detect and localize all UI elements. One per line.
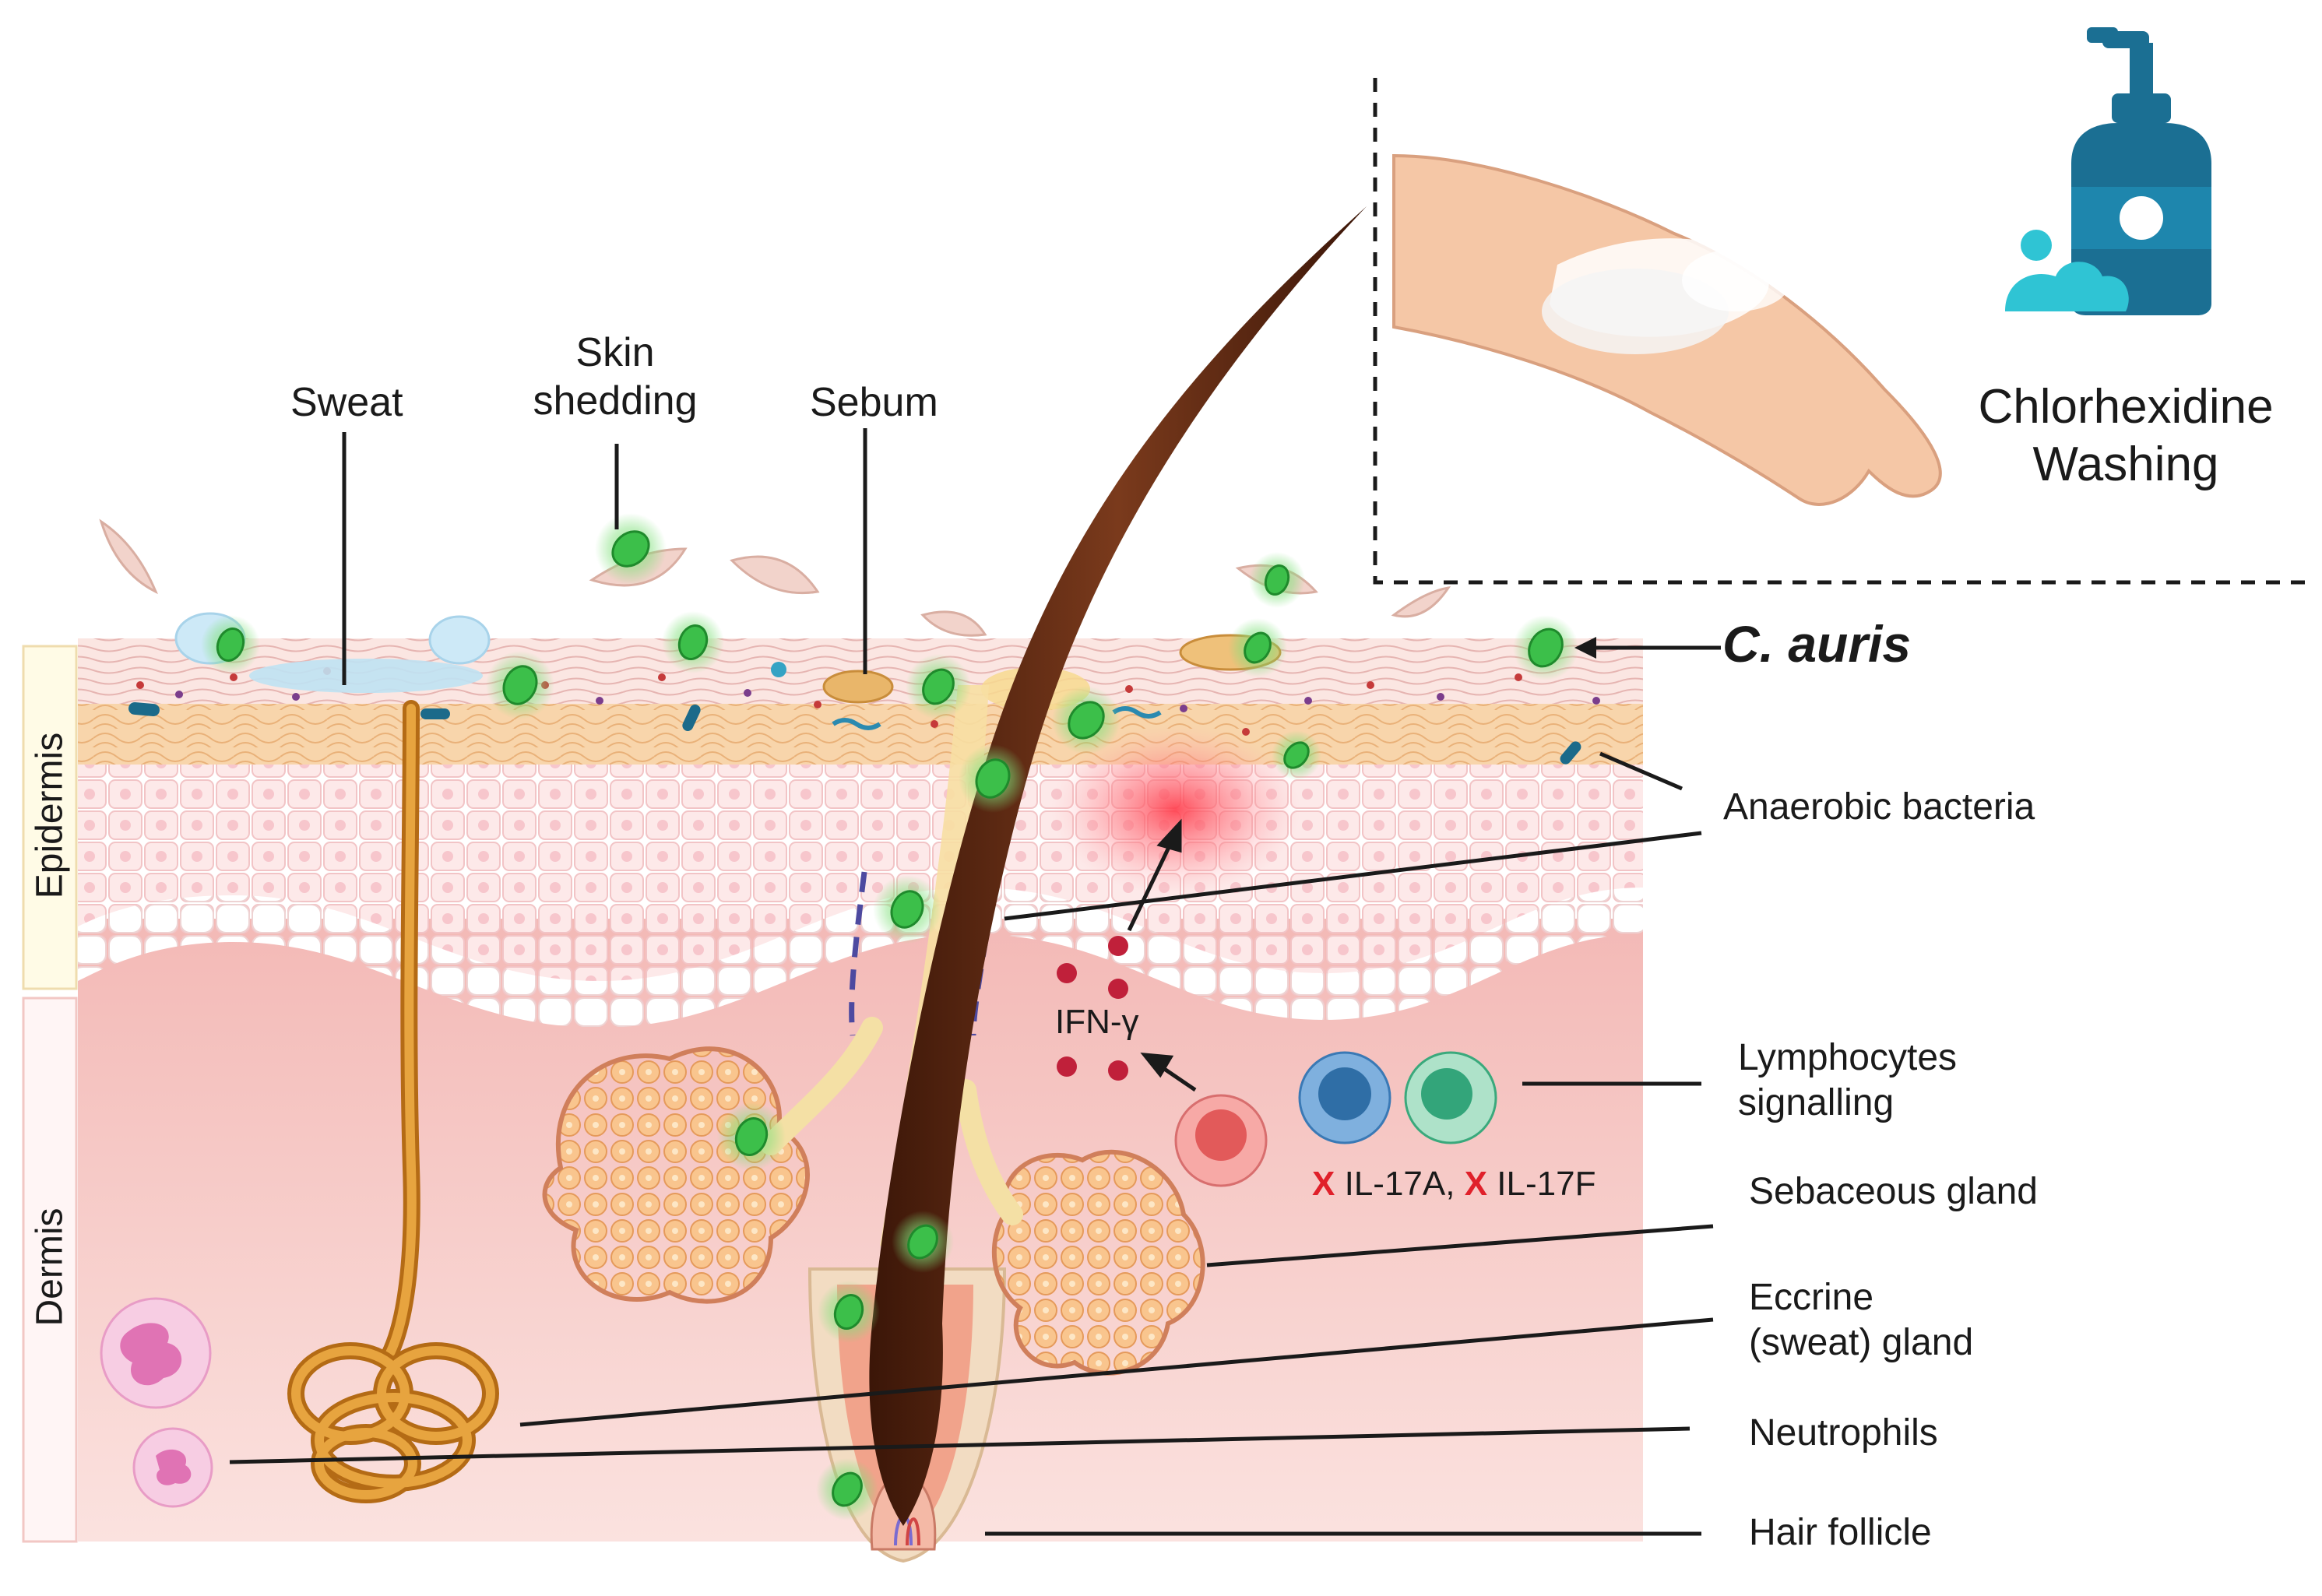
lymphocytes-signalling-label: Lymphocytes signalling (1738, 1035, 1957, 1125)
x-mark: X (1464, 1165, 1488, 1203)
epidermis-bar (22, 645, 78, 990)
inflammation-spot (1051, 724, 1300, 895)
sweat-label: Sweat (290, 380, 403, 425)
lymphocyte-blue (1298, 1051, 1391, 1144)
neutrophil-small (132, 1427, 213, 1508)
sebum-droplet (822, 670, 894, 704)
c-auris-label: C. auris (1722, 615, 1912, 673)
inset-border (1373, 78, 2305, 585)
x-mark: X (1312, 1165, 1335, 1203)
ifn-gamma-dots (1057, 936, 1128, 1081)
soap-dispenser-icon (2005, 27, 2211, 315)
hair-shaft (869, 206, 1367, 1526)
follicle-boundary (849, 871, 867, 1036)
basal-layer (78, 888, 1643, 1028)
epidermis-label: Epidermis (29, 732, 71, 899)
lymphocyte-green (1404, 1051, 1497, 1144)
anaerobic-bacteria-label: Anaerobic bacteria (1723, 786, 2035, 828)
skin-shedding-line2: shedding (533, 378, 698, 424)
ifn-gamma-label: IFN-γ (1055, 1003, 1139, 1041)
lymph-line2: signalling (1738, 1081, 1895, 1123)
washing-hand-icon (1392, 153, 1942, 506)
eccrine-gland-label: Eccrine (sweat) gland (1749, 1275, 1973, 1365)
neutrophils-label: Neutrophils (1749, 1412, 1938, 1454)
il17f-text: IL-17F (1497, 1165, 1596, 1203)
chlorhexidine-washing-label: Chlorhexidine Washing (1962, 378, 2289, 494)
hair-follicle-label: Hair follicle (1749, 1512, 1932, 1553)
lymphocyte-red (1174, 1094, 1268, 1187)
skin-flakes (99, 519, 1451, 637)
c-auris-arrowhead (1574, 637, 1596, 659)
eccrine-line1: Eccrine (1749, 1277, 1874, 1318)
dermis-bar (22, 997, 78, 1543)
eccrine-gland-coil (287, 1342, 499, 1503)
skin-shedding-label: Skin shedding (522, 329, 709, 426)
signal-arrows (1127, 818, 1197, 1092)
sebaceous-gland-label: Sebaceous gland (1749, 1171, 2038, 1212)
candida-auris-cells (201, 513, 1578, 1520)
washing-line2: Washing (2032, 438, 2219, 492)
il17-label: X IL-17A, X IL-17F (1312, 1164, 1595, 1205)
sweat-pool (249, 659, 483, 693)
dermis-label: Dermis (29, 1208, 71, 1327)
leader-lines (229, 428, 1721, 1536)
neutrophil-large (100, 1297, 212, 1409)
eccrine-line2: (sweat) gland (1749, 1321, 1974, 1363)
sebaceous-gland-right (955, 1079, 1205, 1376)
lymph-line1: Lymphocytes (1738, 1037, 1958, 1078)
il17a-text: IL-17A, (1344, 1165, 1455, 1203)
sebum-label: Sebum (810, 380, 938, 425)
washing-line1: Chlorhexidine (1978, 380, 2274, 434)
anaerobic-bacteria (128, 662, 1581, 765)
sweat-droplet (428, 615, 491, 665)
skin-shedding-line1: Skin (575, 330, 655, 375)
